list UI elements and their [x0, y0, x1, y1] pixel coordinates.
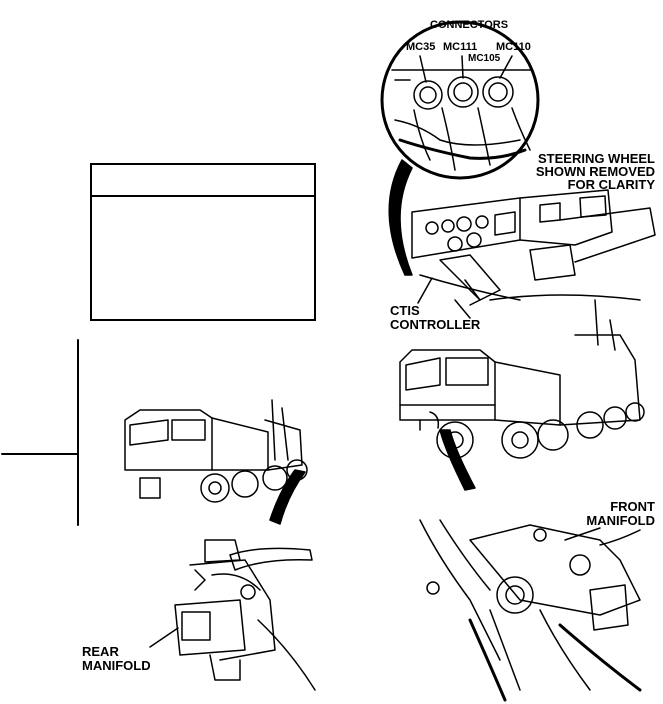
front-manifold-label-line1: FRONT	[610, 499, 655, 514]
steering-label-line3: FOR CLARITY	[567, 177, 655, 192]
mc35-label: MC35	[406, 41, 436, 53]
rear-manifold-label-line2: MANIFOLD	[82, 658, 151, 673]
ctis-label-line1: CTIS	[390, 303, 420, 318]
mc110-label: MC110	[496, 41, 531, 53]
note-box-header	[92, 165, 314, 197]
connectors-label: CONNECTORS	[430, 19, 509, 31]
note-box	[90, 163, 316, 321]
rear-manifold-illustration	[149, 539, 316, 691]
front-manifold-label-line2: MANIFOLD	[586, 513, 655, 528]
steering-label-line1: STEERING WHEEL	[537, 151, 655, 166]
truck-front-illustration	[399, 299, 645, 491]
connectors-detail-illustration	[380, 20, 540, 180]
truck-rear-illustration	[124, 399, 308, 525]
ctis-label-line2: CONTROLLER	[390, 317, 481, 332]
mc105-label: MC105	[468, 53, 501, 64]
mc111-label: MC111	[443, 41, 478, 53]
dashboard-illustration	[411, 189, 656, 319]
rear-manifold-label-line1: REAR	[82, 644, 119, 659]
front-manifold-illustration	[419, 519, 642, 702]
steering-label-line2: SHOWN REMOVED	[535, 164, 655, 179]
callout-tail	[388, 159, 413, 276]
